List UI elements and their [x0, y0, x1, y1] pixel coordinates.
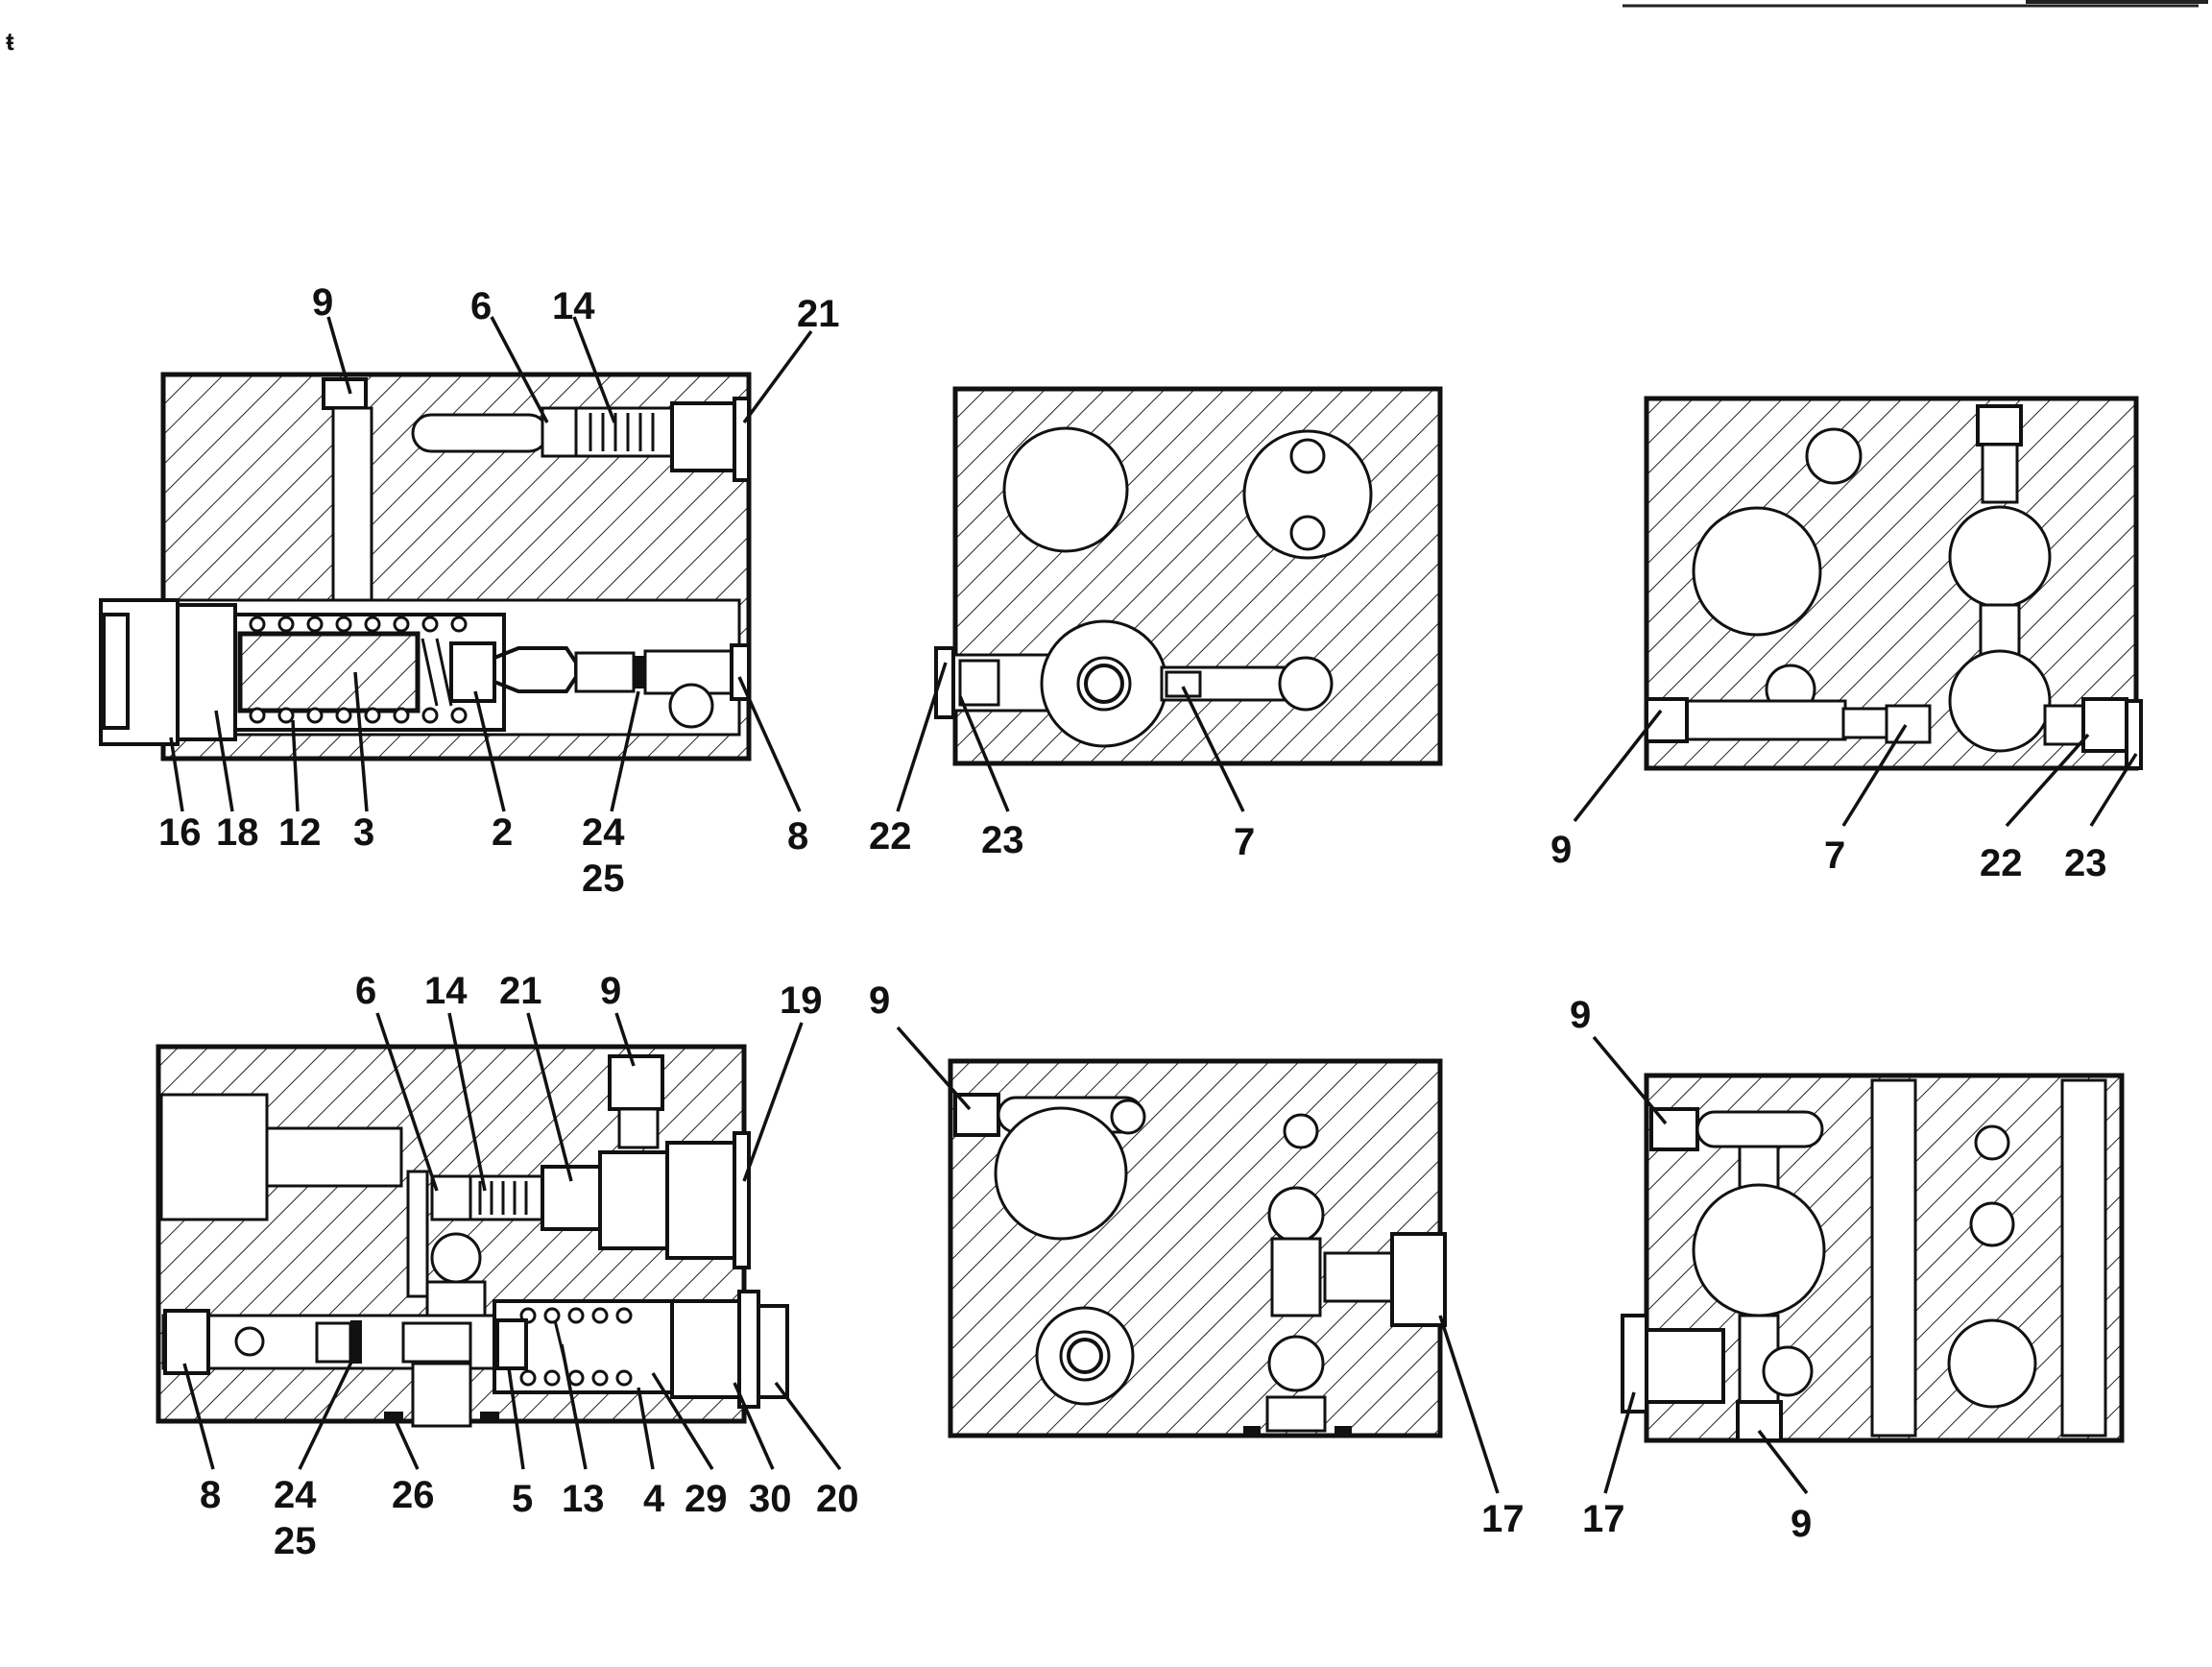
callout-label: 5: [512, 1478, 533, 1520]
plug-9-bottom: [1736, 1400, 1783, 1442]
callout-label: 7: [1824, 834, 1845, 877]
cap-18: [176, 603, 237, 741]
divider-strip-2: [2060, 1078, 2107, 1437]
callout-label: 6: [470, 285, 492, 327]
check-6: [430, 1174, 472, 1221]
callout-label: 8: [787, 815, 808, 858]
view-bottom-right: [1621, 1073, 2125, 1443]
upper-slot: [411, 413, 549, 453]
plug-9: [1645, 697, 1689, 743]
plug-top: [1976, 404, 2023, 447]
callout-label: 26: [392, 1474, 435, 1516]
callout-label: 19: [780, 979, 823, 1022]
callout-label: 21: [499, 970, 542, 1012]
large-port-left: [1002, 426, 1129, 553]
large-port: [1692, 1183, 1826, 1317]
callout-label: 17: [1582, 1498, 1625, 1540]
plug-21: [733, 397, 751, 482]
plug-19: [665, 1141, 736, 1260]
seal-24-25: [350, 1320, 362, 1364]
seat-ring: [574, 651, 636, 693]
plug-8: [163, 1309, 210, 1375]
plug-23: [2125, 699, 2143, 770]
callout-label: 14: [552, 285, 595, 327]
callout-label: 9: [312, 281, 333, 324]
spring-14-housing: [574, 406, 674, 458]
callout-labels: 9 6 14 21 16 18 12 3 2 24 25 8 22 23 7 9…: [158, 281, 2107, 1562]
view-top-right: [1644, 396, 2143, 771]
callout-label: 21: [797, 293, 840, 335]
seal-24-25: [634, 656, 645, 689]
callout-label: 6: [355, 970, 376, 1012]
view-bottom-middle: [948, 1058, 1447, 1438]
plug-17: [1390, 1232, 1447, 1327]
callout-label: 9: [1570, 994, 1591, 1036]
spool-3: [237, 631, 421, 713]
callout-label: 20: [816, 1478, 859, 1520]
callout-label: 4: [643, 1478, 665, 1520]
plug-30: [670, 1299, 741, 1399]
callout-label: 25: [274, 1520, 317, 1562]
plug-22: [2081, 697, 2128, 753]
callout-label: 23: [981, 819, 1024, 861]
plug-20: [737, 1290, 760, 1409]
callout-label: 29: [685, 1478, 728, 1520]
plug-body-upper: [670, 401, 736, 472]
plug-9: [608, 1054, 664, 1111]
callout-label: 7: [1234, 821, 1255, 863]
port-hole: [668, 683, 714, 729]
cap-nut: [102, 613, 130, 730]
plug-9: [322, 377, 368, 410]
check-7: [1165, 670, 1202, 698]
callout-label: 9: [869, 979, 890, 1022]
poppet-5: [495, 1318, 528, 1370]
view-top-middle: [934, 386, 1443, 766]
check-7: [1885, 704, 1932, 744]
poppet-2: [449, 641, 496, 703]
svg-text:ŧ: ŧ: [6, 27, 14, 56]
callout-label: 13: [562, 1478, 605, 1520]
top-edge-marks: ŧ: [6, 0, 2208, 56]
view-top-left: [99, 372, 752, 761]
callout-label: 24: [582, 811, 625, 854]
callout-label: 23: [2064, 842, 2107, 884]
spring-coils-12: [249, 616, 468, 724]
leader-lines: [169, 316, 2138, 1495]
callout-label: 17: [1481, 1498, 1525, 1540]
callout-label: 2: [492, 811, 513, 854]
large-port-right: [1242, 429, 1373, 560]
callout-label: 18: [216, 811, 259, 854]
view-bottom-left: [156, 1044, 789, 1428]
divider-strip-1: [1870, 1078, 1917, 1437]
callout-label: 22: [1980, 842, 2023, 884]
vertical-bore: [331, 406, 373, 612]
callout-label: 24: [274, 1474, 317, 1516]
callout-label: 8: [200, 1474, 221, 1516]
callout-label: 30: [749, 1478, 792, 1520]
callout-label: 3: [353, 811, 374, 854]
callout-label: 9: [1551, 829, 1572, 871]
callout-label: 14: [424, 970, 468, 1012]
callout-label: 12: [278, 811, 322, 854]
plug-22: [934, 646, 955, 719]
callout-label: 9: [1791, 1503, 1812, 1545]
large-port: [994, 1106, 1128, 1241]
callout-label: 16: [158, 811, 202, 854]
plug-17: [1621, 1314, 1648, 1413]
callout-label: 22: [869, 815, 912, 858]
large-port-left: [1692, 506, 1822, 637]
callout-label: 25: [582, 858, 625, 900]
callout-label: 9: [600, 970, 621, 1012]
